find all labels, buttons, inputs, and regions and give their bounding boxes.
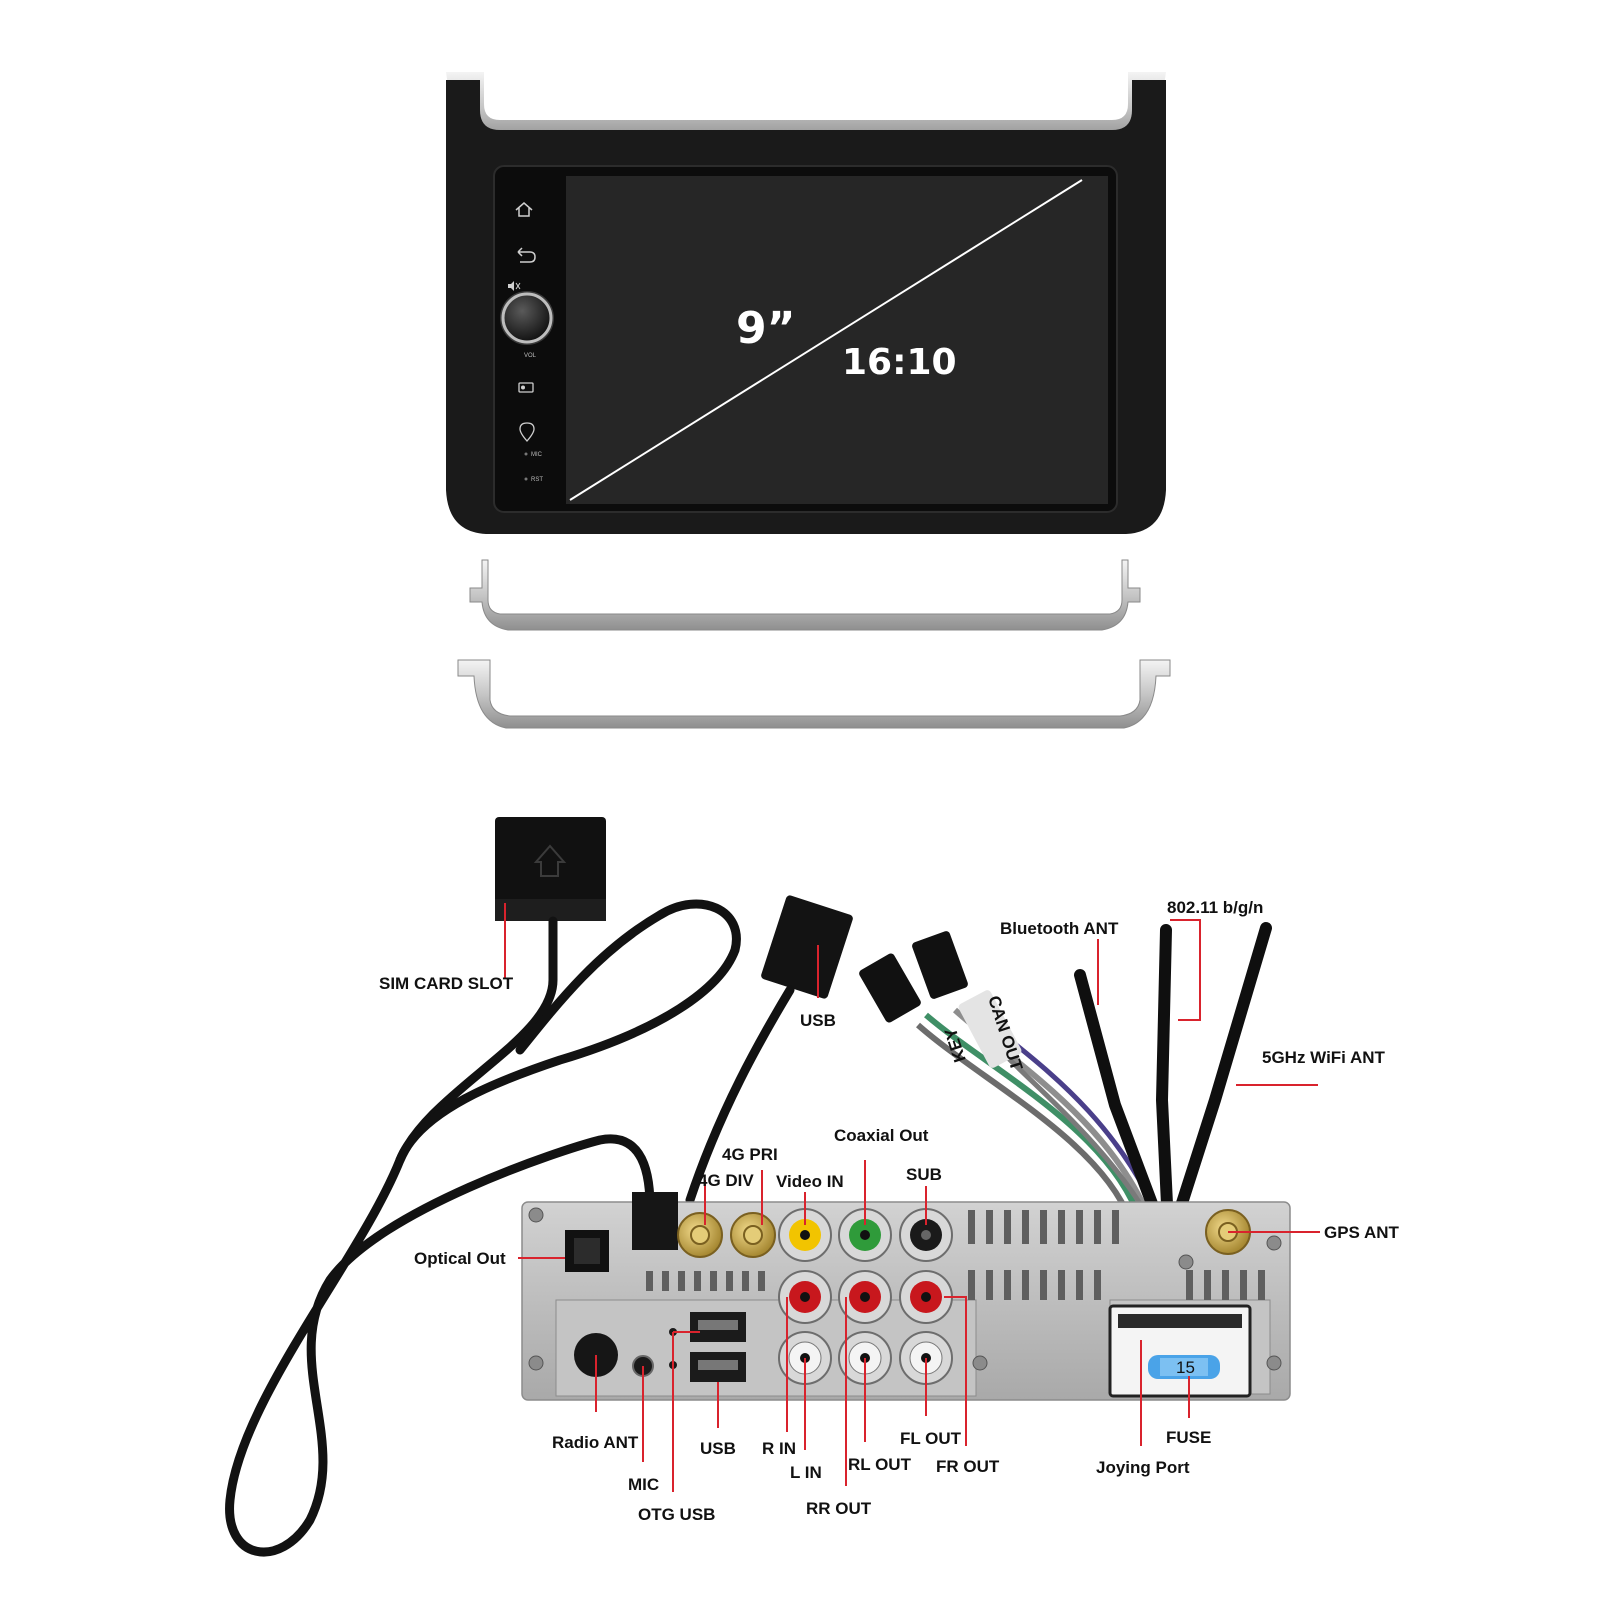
mic-label: MIC	[628, 1475, 659, 1494]
bluetooth-ant-label: Bluetooth ANT	[1000, 919, 1119, 938]
gps-pin-icon[interactable]	[519, 422, 535, 442]
rca-coaxial-out[interactable]	[838, 1208, 892, 1262]
l-in-label: L IN	[790, 1463, 822, 1482]
sim-card-slot-module	[495, 817, 606, 921]
rr-out-label: RR OUT	[806, 1499, 872, 1518]
radio-icon[interactable]	[518, 382, 534, 393]
radio-ant-label: Radio ANT	[552, 1433, 639, 1452]
joying-port-connector[interactable]	[1108, 1304, 1252, 1398]
otg-usb-label: OTG USB	[638, 1505, 715, 1524]
screen-diagonal	[569, 179, 1083, 501]
reset-hole[interactable]	[524, 477, 528, 481]
usb-port-label: USB	[700, 1439, 736, 1458]
joying-port-label: Joying Port	[1096, 1458, 1190, 1477]
mic-side-label: MIC	[531, 452, 543, 458]
head-unit: 9” 16:10 VOL MIC RST	[446, 72, 1166, 534]
can-connectors	[859, 931, 1022, 1068]
rl-out-label: RL OUT	[848, 1455, 912, 1474]
gps-ant-label: GPS ANT	[1324, 1223, 1400, 1242]
usb-socket-module	[761, 895, 853, 999]
aspect-ratio-text: 16:10	[842, 342, 957, 383]
rca-fr-out[interactable]	[899, 1270, 953, 1324]
rca-rr-out[interactable]	[838, 1270, 892, 1324]
optical-out-port[interactable]	[565, 1230, 609, 1272]
panel-screws	[528, 1207, 1282, 1371]
4g-pri-label: 4G PRI	[722, 1145, 778, 1164]
sub-label: SUB	[906, 1165, 942, 1184]
wifi-5ghz-label: 5GHz WiFi ANT	[1262, 1048, 1386, 1067]
4g-div-label: 4G DIV	[698, 1171, 754, 1190]
back-icon[interactable]	[517, 247, 536, 263]
screen-size-text: 9”	[736, 303, 796, 354]
sma-4g-div[interactable]	[677, 1212, 723, 1258]
coaxial-out-label: Coaxial Out	[834, 1126, 929, 1145]
top-silver-trim	[446, 72, 1166, 142]
wifi-80211-label: 802.11 b/g/n	[1167, 898, 1263, 917]
fr-out-label: FR OUT	[936, 1457, 1000, 1476]
sma-4g-pri[interactable]	[730, 1212, 776, 1258]
usb-ports[interactable]	[690, 1312, 746, 1382]
home-icon[interactable]	[515, 202, 533, 217]
vent-slots	[646, 1210, 1265, 1300]
sim-usb-harness-plug	[632, 1192, 678, 1250]
vol-label: VOL	[524, 353, 537, 359]
usb-cable-label: USB	[800, 1011, 836, 1030]
video-in-label: Video IN	[776, 1172, 844, 1191]
r-in-label: R IN	[762, 1439, 796, 1458]
fuse-label: FUSE	[1166, 1428, 1211, 1447]
mounting-bracket-lower	[457, 659, 1171, 729]
callout-labels: SIM CARD SLOT USB Bluetooth ANT 802.11 b…	[379, 898, 1400, 1524]
mounting-bracket-upper	[469, 559, 1141, 631]
fuse[interactable]	[1148, 1355, 1220, 1379]
sim-cable-loop	[395, 899, 741, 1165]
fuse-rating: 15	[1176, 1358, 1195, 1377]
rst-side-label: RST	[531, 477, 543, 483]
leader-lines	[504, 903, 1320, 1492]
display-screen	[566, 176, 1108, 504]
volume-knob[interactable]	[500, 291, 554, 345]
fl-out-label: FL OUT	[900, 1429, 962, 1448]
optical-out-label: Optical Out	[414, 1249, 506, 1268]
antenna-leads	[1074, 922, 1272, 1231]
usb-cable	[685, 985, 795, 1205]
mic-hole	[524, 452, 528, 456]
sim-card-slot-label: SIM CARD SLOT	[379, 974, 514, 993]
mute-icon[interactable]	[508, 281, 521, 291]
rca-r-in[interactable]	[778, 1270, 832, 1324]
